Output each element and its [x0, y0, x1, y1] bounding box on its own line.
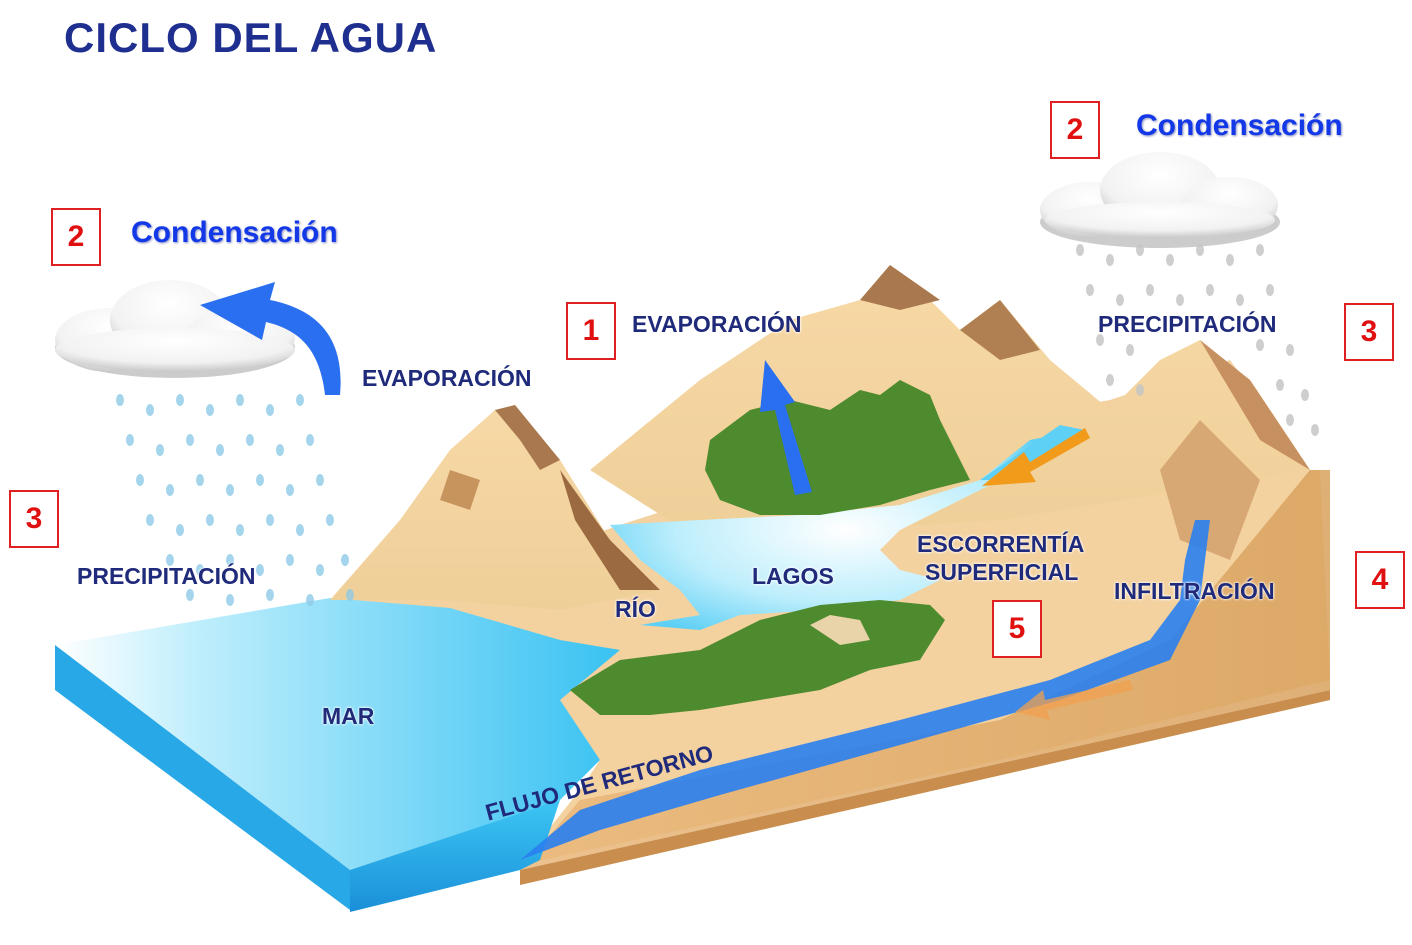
runoff-arrow-icon	[982, 428, 1090, 486]
sea-surface	[55, 598, 620, 870]
rain-icon	[116, 394, 354, 606]
marker-3-right: 3	[1344, 303, 1394, 361]
cloud-icon-right	[1040, 152, 1280, 248]
land-side	[520, 470, 1330, 870]
marker-1: 1	[566, 302, 616, 360]
sea-front	[55, 645, 350, 910]
rain-icon-right	[1076, 244, 1319, 436]
infiltracion-label: INFILTRACIÓN	[1114, 578, 1275, 604]
lake	[610, 430, 1080, 630]
escorrentia-label-1: ESCORRENTÍA	[917, 531, 1085, 557]
rio-label: RÍO	[615, 596, 656, 622]
precipitacion-label-right: PRECIPITACIÓN	[1098, 311, 1277, 337]
marker-2-right: 2	[1050, 101, 1100, 159]
marker-4: 4	[1355, 551, 1405, 609]
forest-back	[705, 380, 970, 515]
condensacion-label-left: Condensación	[131, 216, 338, 249]
return-flow-river	[520, 520, 1210, 860]
evaporacion-label-left: EVAPORACIÓN	[362, 365, 532, 391]
evaporation-arrow-icon	[200, 282, 341, 395]
condensacion-label-right: Condensación	[1136, 109, 1343, 142]
marker-2-left: 2	[51, 208, 101, 266]
evaporation-arrow-center	[760, 360, 812, 495]
escorrentia-label-2: SUPERFICIAL	[925, 559, 1079, 585]
page-title: CICLO DEL AGUA	[64, 14, 438, 61]
return-arrow-icon	[1015, 680, 1133, 720]
lagos-label: LAGOS	[752, 563, 834, 589]
evaporacion-label-center: EVAPORACIÓN	[632, 311, 802, 337]
sea-front-right	[350, 800, 560, 912]
precipitacion-label-left: PRECIPITACIÓN	[77, 563, 256, 589]
marker-5: 5	[992, 600, 1042, 658]
mountain-left	[330, 405, 660, 610]
marker-3-left: 3	[9, 490, 59, 548]
cloud-icon	[55, 280, 295, 378]
mar-label: MAR	[322, 703, 375, 729]
land-front	[520, 690, 1330, 885]
